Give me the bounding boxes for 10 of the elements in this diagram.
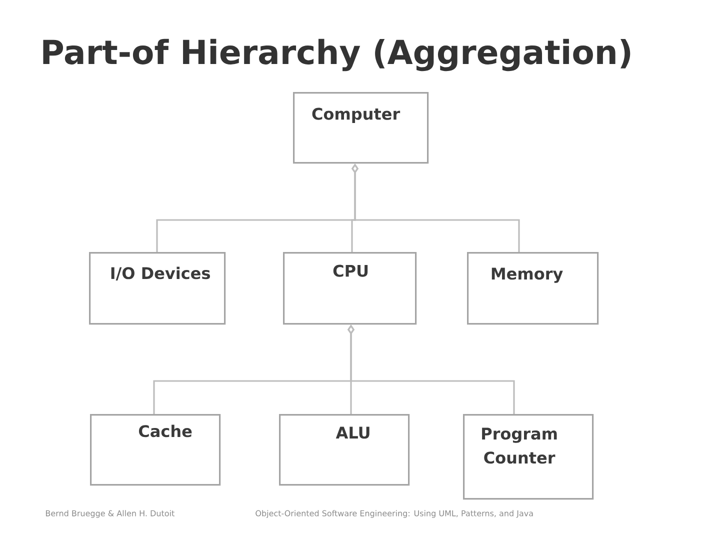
component-box: Program Counter — [463, 414, 594, 500]
component-box: Cache — [90, 414, 221, 486]
component-box: Memory — [467, 252, 599, 325]
title: Part-of Hierarchy (Aggregation) — [43, 38, 630, 72]
component-box: CPU — [283, 252, 417, 325]
component-box: ALU — [279, 414, 410, 486]
component-box: Computer — [293, 92, 429, 164]
component-box: I/O Devices — [89, 252, 226, 325]
footer-text: Bernd Bruegge & Allen H. Dutoit — [46, 510, 174, 518]
footer-text: Object-Oriented Software Engineering: Using UML, Patterns, and Java — [256, 510, 533, 518]
